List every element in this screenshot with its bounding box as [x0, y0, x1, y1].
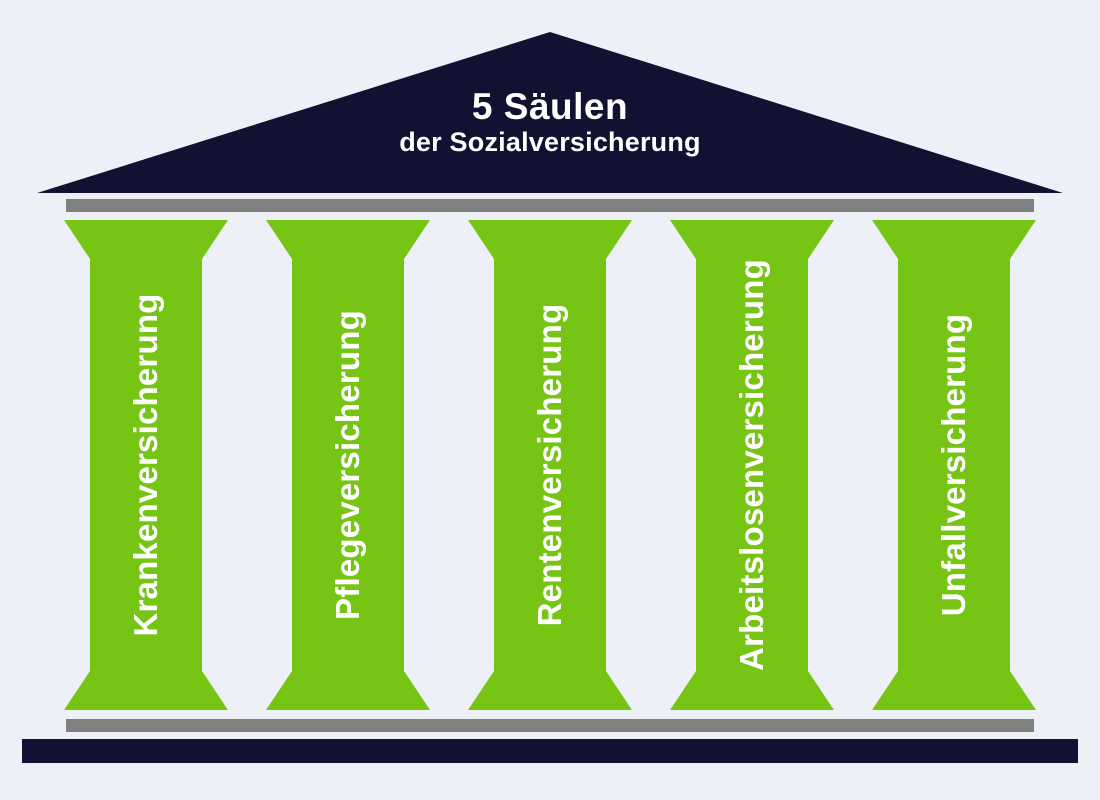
pillar-label: Pflegeversicherung	[329, 310, 366, 620]
stylobate-beam	[66, 719, 1034, 732]
infographic-subtitle: der Sozialversicherung	[399, 127, 701, 158]
pillar-unfallversicherung: Unfallversicherung	[872, 220, 1036, 710]
pillar-arbeitslosenversicherung: Arbeitslosenversicherung	[670, 220, 834, 710]
roof-pediment: 5 Säulen der Sozialversicherung	[37, 32, 1063, 193]
pillar-pflegeversicherung: Pflegeversicherung	[266, 220, 430, 710]
infographic-title: 5 Säulen	[471, 86, 629, 127]
pillar-rentenversicherung: Rentenversicherung	[468, 220, 632, 710]
architrave-beam	[66, 199, 1034, 212]
pillar-krankenversicherung: Krankenversicherung	[64, 220, 228, 710]
pillar-label: Arbeitslosenversicherung	[733, 259, 770, 671]
roof-title-block: 5 Säulen der Sozialversicherung	[37, 86, 1063, 158]
foundation-bar	[22, 739, 1078, 763]
pillar-label: Unfallversicherung	[935, 313, 972, 617]
pillar-label: Rentenversicherung	[531, 303, 568, 627]
pillar-label: Krankenversicherung	[127, 293, 164, 637]
